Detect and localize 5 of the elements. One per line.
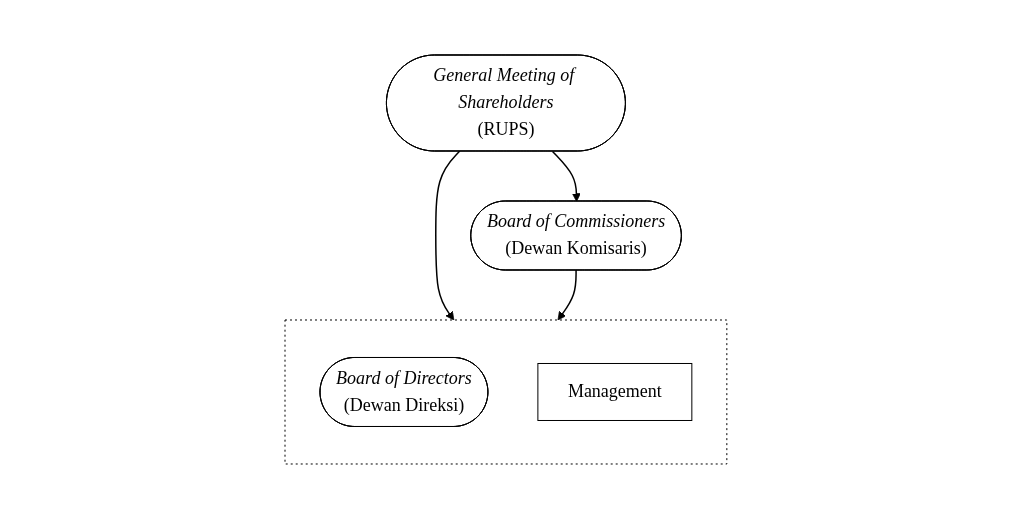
arrow [434,149,461,320]
arrow [557,268,577,320]
arrow [551,150,581,202]
node-box: Management [536,362,692,421]
cluster [284,319,727,464]
